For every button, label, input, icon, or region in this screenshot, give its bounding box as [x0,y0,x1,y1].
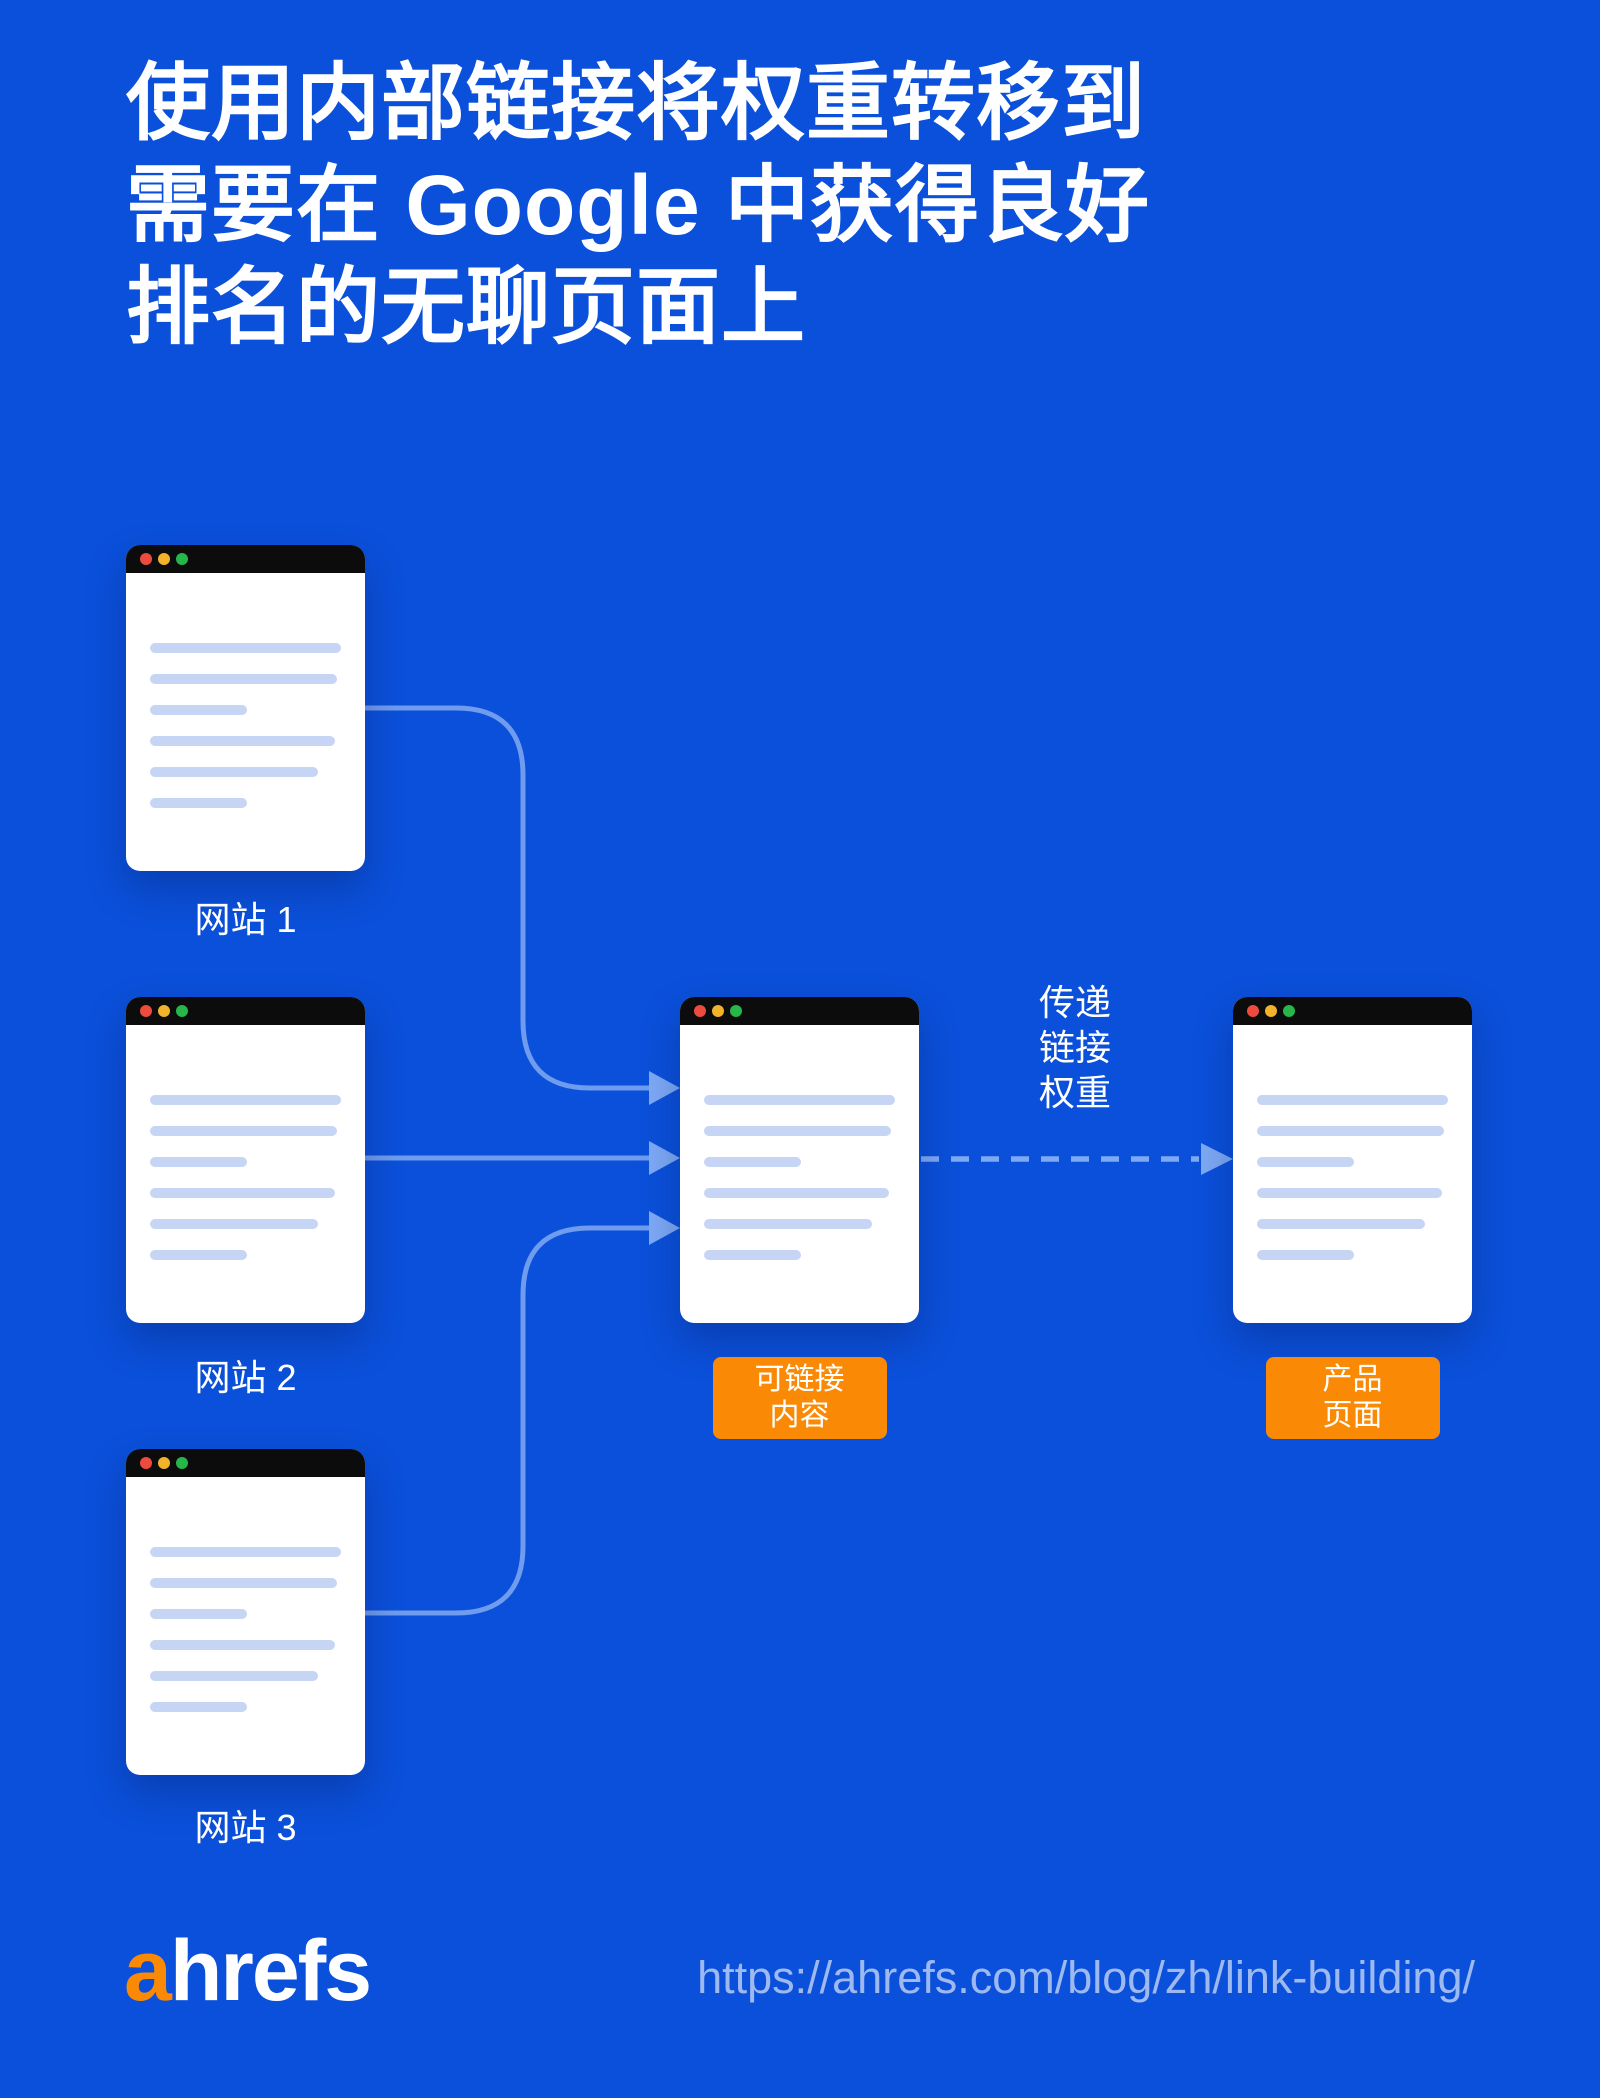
website-1-label: 网站 1 [194,899,297,940]
text-line-placeholder [150,1702,248,1712]
website-2-label: 网站 2 [194,1357,297,1398]
traffic-light-close-icon [140,1005,152,1017]
text-line-placeholder [150,1671,319,1681]
browser-window-website-2 [126,997,365,1323]
ahrefs-logo: ahrefs [124,1928,372,2014]
pass-link-equity-line-3: 权重 [1038,1072,1111,1113]
window-titlebar [1233,997,1472,1025]
window-titlebar [126,545,365,573]
window-titlebar [126,1449,365,1477]
page-title-line-3: 排名的无聊页面上 [126,260,807,354]
traffic-light-zoom-icon [176,1457,188,1469]
traffic-light-close-icon [694,1005,706,1017]
pass-link-equity-label: 传递 链接 权重 [919,980,1231,1115]
ahrefs-logo-letters-hrefs: hrefs [169,1923,372,2019]
arrowhead-hub-to-product-icon [1201,1143,1233,1175]
arrowhead-website1-icon [649,1071,680,1105]
browser-window-website-3 [126,1449,365,1775]
traffic-light-zoom-icon [1283,1005,1295,1017]
ahrefs-logo-letter-a: a [124,1923,172,2019]
linkable-content-badge-line-2: 内容 [769,1399,830,1432]
traffic-light-zoom-icon [176,1005,188,1017]
text-line-placeholder [150,798,248,808]
text-line-placeholder [704,1157,802,1167]
traffic-light-close-icon [1247,1005,1259,1017]
window-content [126,573,365,808]
text-line-placeholder [1257,1250,1355,1260]
text-line-placeholder [150,767,319,777]
arrow-website3-to-hub [365,1225,649,1616]
arrow-website1-to-hub [365,705,649,1091]
window-titlebar [126,997,365,1025]
browser-window-linkable-content [680,997,919,1323]
text-line-placeholder [150,643,341,653]
traffic-light-minimize-icon [158,553,170,565]
text-line-placeholder [150,1095,341,1105]
text-line-placeholder [150,736,336,746]
pass-link-equity-line-2: 链接 [1038,1027,1111,1068]
product-page-badge-wrap: 产品 页面 [1233,1357,1472,1439]
text-line-placeholder [1257,1157,1355,1167]
text-line-placeholder [704,1095,895,1105]
pass-link-equity-line-1: 传递 [1038,982,1111,1023]
text-line-placeholder [704,1250,802,1260]
arrowhead-website3-icon [649,1211,680,1245]
product-page-badge: 产品 页面 [1265,1357,1440,1439]
linkable-content-badge-wrap: 可链接 内容 [680,1357,919,1439]
linkable-content-badge: 可链接 内容 [712,1357,887,1439]
window-content [126,1477,365,1712]
text-line-placeholder [1257,1219,1426,1229]
text-line-placeholder [1257,1188,1443,1198]
text-line-placeholder [1257,1095,1448,1105]
browser-window-website-1 [126,545,365,871]
page-title: 使用内部链接将权重转移到 需要在 Google 中获得良好 排名的无聊页面上 [126,52,1150,358]
text-line-placeholder [150,1250,248,1260]
text-line-placeholder [150,1547,341,1557]
product-page-badge-line-2: 页面 [1322,1399,1383,1432]
window-content [126,1025,365,1260]
browser-window-product-page [1233,997,1472,1323]
traffic-light-minimize-icon [712,1005,724,1017]
page-title-line-1: 使用内部链接将权重转移到 [126,56,1147,150]
traffic-light-zoom-icon [730,1005,742,1017]
traffic-light-zoom-icon [176,553,188,565]
text-line-placeholder [150,1219,319,1229]
arrowhead-website2-icon [649,1141,680,1175]
window-titlebar [680,997,919,1025]
traffic-light-close-icon [140,553,152,565]
text-line-placeholder [1257,1126,1445,1136]
window-content [680,1025,919,1260]
traffic-light-minimize-icon [158,1005,170,1017]
text-line-placeholder [150,674,338,684]
text-line-placeholder [150,1640,336,1650]
text-line-placeholder [150,1126,338,1136]
traffic-light-minimize-icon [158,1457,170,1469]
text-line-placeholder [150,1609,248,1619]
website-3-label: 网站 3 [194,1807,297,1848]
text-line-placeholder [150,1578,338,1588]
window-content [1233,1025,1472,1260]
traffic-light-close-icon [140,1457,152,1469]
page-title-line-2: 需要在 Google 中获得良好 [126,158,1151,252]
text-line-placeholder [704,1126,892,1136]
linkable-content-badge-line-1: 可链接 [754,1363,845,1396]
text-line-placeholder [150,1188,336,1198]
text-line-placeholder [704,1219,873,1229]
text-line-placeholder [150,1157,248,1167]
source-url: https://ahrefs.com/blog/zh/link-building… [697,1952,1475,2003]
text-line-placeholder [150,705,248,715]
product-page-badge-line-1: 产品 [1322,1363,1383,1396]
traffic-light-minimize-icon [1265,1005,1277,1017]
text-line-placeholder [704,1188,890,1198]
